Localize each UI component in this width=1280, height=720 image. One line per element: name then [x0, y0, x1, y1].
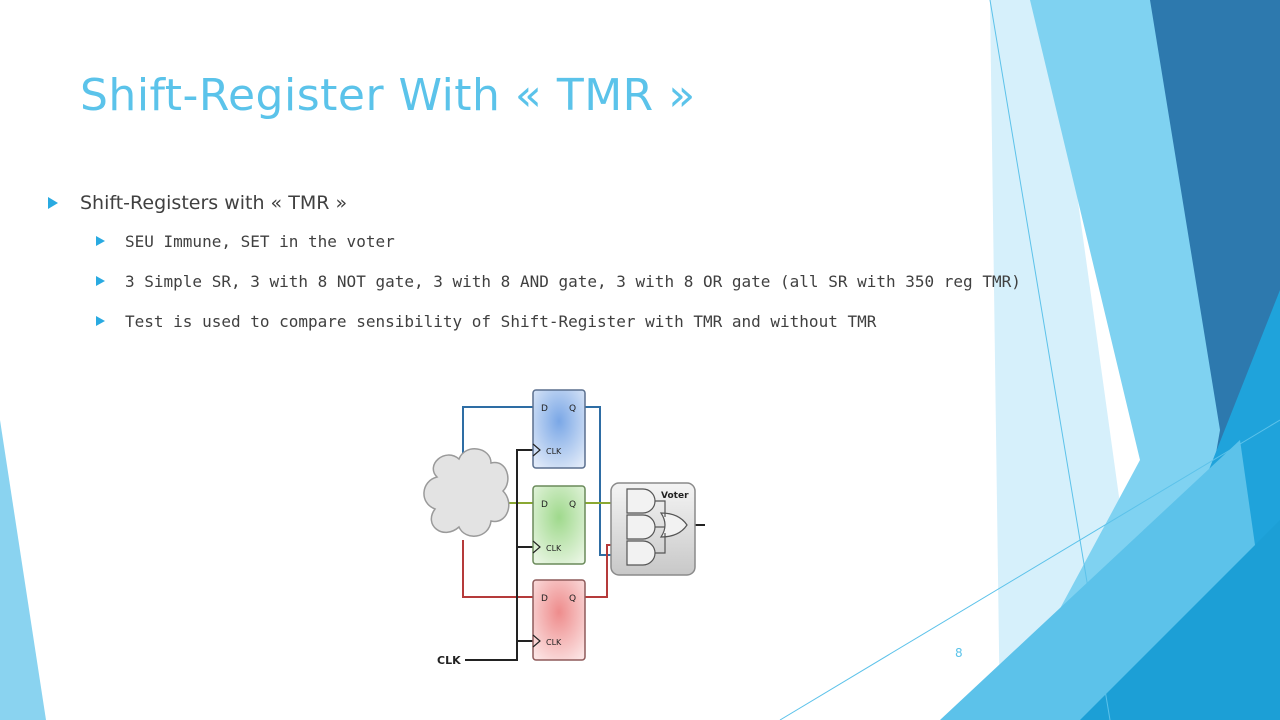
ff-q-label: Q [569, 404, 576, 414]
page-number: 8 [955, 646, 963, 660]
ff-q-label: Q [569, 500, 576, 510]
voter-label: Voter [661, 491, 689, 501]
ff-d-label: D [541, 500, 548, 510]
tmr-circuit-diagram: D Q CLK D Q CLK D Q CLK Voter [423, 389, 705, 667]
bullet-level-2: 3 Simple SR, 3 with 8 NOT gate, 3 with 8… [96, 266, 1048, 296]
or-gate [659, 512, 688, 538]
and-gate-2 [626, 514, 656, 540]
logic-cloud [423, 448, 510, 537]
bullet-text: Test is used to compare sensibility of S… [125, 311, 877, 331]
bullet-arrow-icon [48, 197, 58, 209]
and-gate-3 [626, 540, 656, 566]
thin-line-1 [989, 0, 1111, 720]
bullet-level-2: SEU Immune, SET in the voter [96, 226, 1048, 256]
flip-flop-green: D Q CLK [532, 485, 586, 565]
bullet-arrow-icon [96, 276, 105, 286]
wire-blue [462, 406, 533, 467]
left-stripe [0, 420, 46, 720]
bullet-level-2: Test is used to compare sensibility of S… [96, 306, 1048, 336]
bullet-list: Shift-Registers with « TMR » SEU Immune,… [48, 188, 1048, 346]
ff-clk-label: CLK [546, 447, 562, 456]
flip-flop-red: D Q CLK [532, 579, 586, 661]
slide-title: Shift-Register With « TMR » [80, 70, 696, 121]
ff-clk-label: CLK [546, 544, 562, 553]
bottom-panel-bright [1080, 520, 1280, 720]
bullet-arrow-icon [96, 316, 105, 326]
thin-line-2 [779, 419, 1280, 720]
flip-flop-blue: D Q CLK [532, 389, 586, 469]
ff-clk-label: CLK [546, 638, 562, 647]
bullet-level-1: Shift-Registers with « TMR » [48, 188, 1048, 218]
ff-d-label: D [541, 594, 548, 604]
ff-q-label: Q [569, 594, 576, 604]
bullet-text: SEU Immune, SET in the voter [125, 231, 395, 251]
and-gate-1 [626, 488, 656, 514]
clk-input-label: CLK [437, 654, 461, 667]
ff-d-label: D [541, 404, 548, 414]
bullet-arrow-icon [96, 236, 105, 246]
voter-block: Voter [610, 482, 696, 576]
wire-red [462, 540, 533, 598]
bullet-text: 3 Simple SR, 3 with 8 NOT gate, 3 with 8… [125, 271, 1021, 291]
bullet-text: Shift-Registers with « TMR » [80, 192, 348, 214]
